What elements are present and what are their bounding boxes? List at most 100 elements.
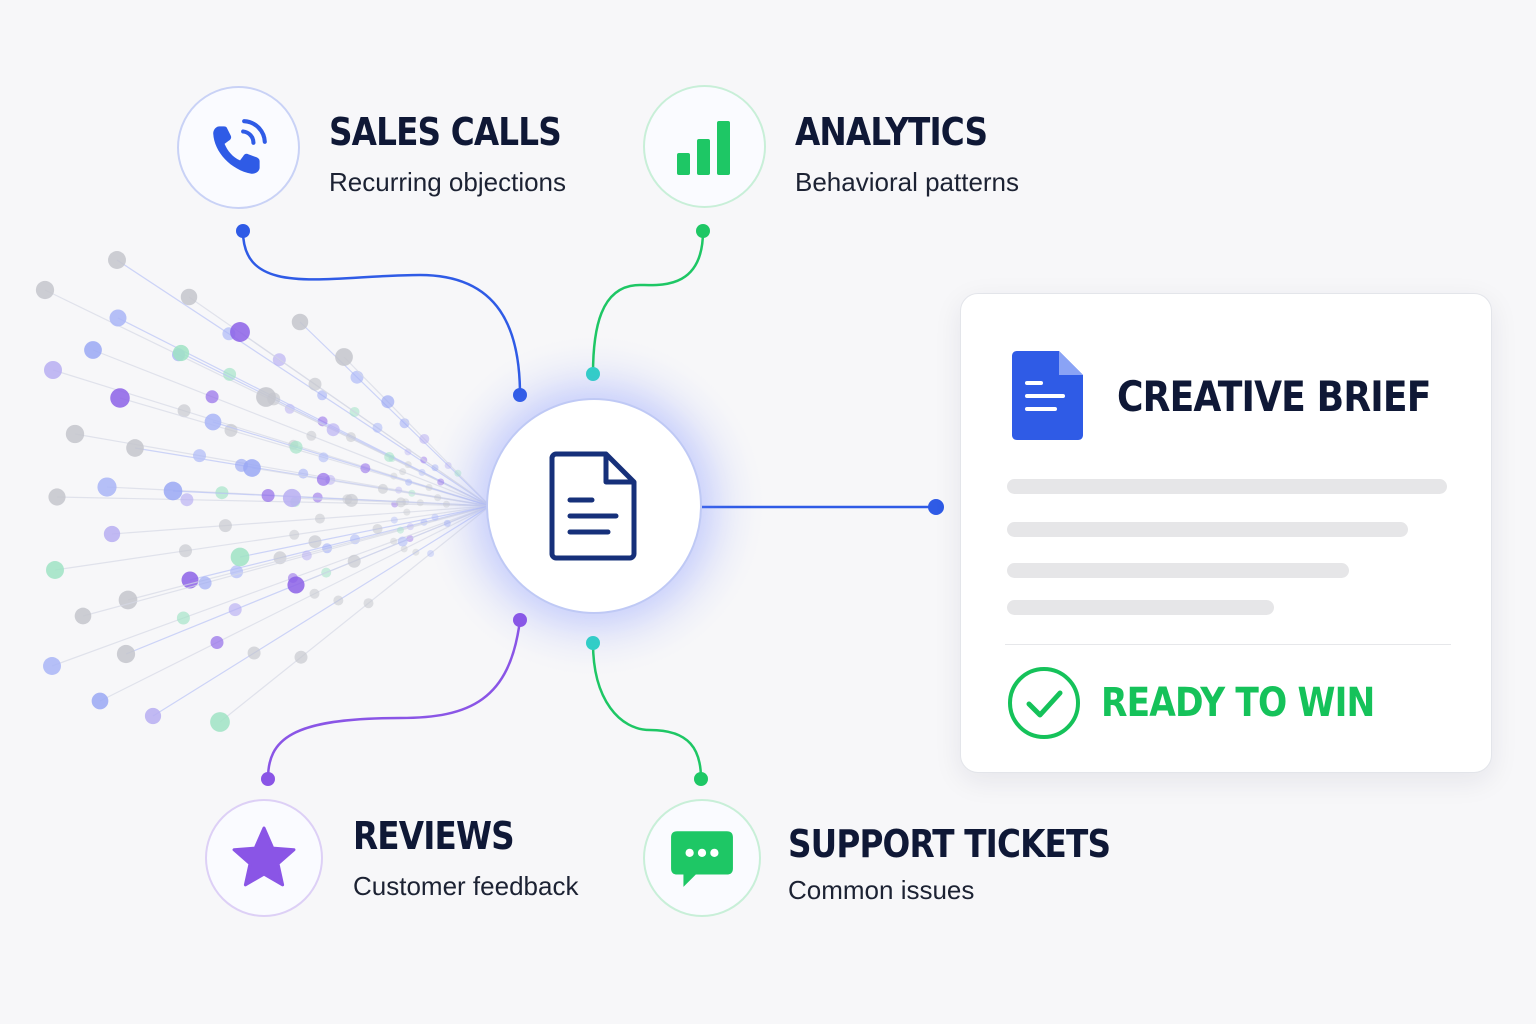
particle-stream-line <box>299 321 491 507</box>
central-hub <box>486 398 702 614</box>
particle-dot <box>412 548 420 556</box>
particle-dot <box>287 576 305 594</box>
particle-dot <box>180 493 194 507</box>
particle-dot <box>308 377 322 391</box>
particle-dot <box>360 463 371 474</box>
star-icon <box>232 826 296 887</box>
particle-dot <box>256 387 276 407</box>
connector-dot-support-tickets-start <box>586 636 600 650</box>
particle-dot <box>444 462 452 470</box>
particle-dot <box>48 488 66 506</box>
particle-stream-line <box>219 505 491 723</box>
particle-dot <box>126 439 144 457</box>
analytics-subtitle: Behavioral patterns <box>795 167 1020 197</box>
particle-stream-line <box>291 497 491 507</box>
connector-dot-sales-calls-start <box>236 224 250 238</box>
particle-dot <box>177 404 191 418</box>
connector-dot-reviews-start <box>513 613 527 627</box>
particle-dot <box>118 590 138 610</box>
particle-dot <box>317 390 328 401</box>
particle-stream-line <box>56 496 491 507</box>
particle-dot <box>247 646 261 660</box>
particle-dot <box>224 423 238 437</box>
particle-dot <box>399 468 407 476</box>
particle-dot <box>294 650 308 664</box>
particle-dot <box>437 478 445 486</box>
particle-dot <box>228 603 242 617</box>
particle-dot <box>316 472 330 486</box>
particle-dot <box>291 313 309 331</box>
particle-dot <box>204 413 222 431</box>
particle-dot <box>193 449 206 463</box>
particle-dot <box>381 395 395 409</box>
particle-dot <box>210 636 224 649</box>
particle-dot <box>395 497 406 508</box>
particle-dot <box>309 588 320 599</box>
connector-dot-brief-end <box>928 499 944 515</box>
particle-dot <box>326 423 340 437</box>
card-divider <box>1005 644 1451 645</box>
particle-dot <box>176 611 190 625</box>
particle-dot <box>43 657 61 675</box>
brief-status-label: READY TO WIN <box>1101 680 1375 726</box>
particle-dot <box>144 707 162 725</box>
placeholder-text-line <box>1007 600 1274 615</box>
particle-dot <box>74 607 92 625</box>
analytics-title: ANALYTICS <box>795 110 988 154</box>
particle-stream-line <box>74 433 491 507</box>
particle-dot <box>301 550 312 561</box>
particle-dot <box>306 430 317 441</box>
particle-dot <box>335 348 353 366</box>
particle-dot <box>363 598 374 609</box>
placeholder-text-line <box>1007 522 1408 537</box>
particle-dot <box>163 481 183 501</box>
particle-stream-line <box>239 505 491 558</box>
particle-dot <box>109 309 127 327</box>
connector-dot-analytics-end <box>586 367 600 381</box>
particle-dot <box>390 537 398 545</box>
particle-dot <box>350 370 364 384</box>
particle-dot <box>344 493 358 507</box>
reviews-icon-circle <box>205 799 323 917</box>
connector-support-tickets <box>591 642 703 780</box>
support-tickets-title: SUPPORT TICKETS <box>788 822 1111 866</box>
particle-dot <box>97 477 117 497</box>
particle-dot <box>230 322 250 342</box>
connector-dot-support-tickets-end <box>694 772 708 786</box>
document-icon <box>549 451 637 561</box>
bar-chart-icon <box>676 120 730 175</box>
particle-stream-line <box>92 349 491 507</box>
particle-stream-line <box>239 331 491 507</box>
particle-stream-line <box>99 505 491 702</box>
analytics-icon-circle <box>643 85 766 208</box>
support-tickets-subtitle: Common issues <box>788 875 975 905</box>
particle-dot <box>116 644 136 664</box>
connector-sales-calls <box>241 230 522 396</box>
particle-dot <box>243 459 261 477</box>
connector-dot-reviews-end <box>261 772 275 786</box>
particle-stream-line <box>212 421 491 507</box>
particle-dot <box>431 464 439 472</box>
particle-dot <box>198 576 212 590</box>
particle-stream-line <box>111 505 491 535</box>
chat-bubble-icon <box>671 831 733 887</box>
particle-dot <box>218 519 232 533</box>
document-icon <box>1012 351 1083 440</box>
placeholder-text-line <box>1007 479 1447 494</box>
particle-stream-line <box>116 259 491 507</box>
phone-icon <box>212 118 267 174</box>
particle-stream-line <box>265 396 491 507</box>
support-tickets-icon-circle <box>643 799 761 917</box>
particle-dot <box>84 341 102 359</box>
particle-dot <box>322 543 333 554</box>
particle-dot <box>180 288 198 306</box>
particle-dot <box>223 367 237 381</box>
particle-dot <box>179 544 192 558</box>
sales-calls-title: SALES CALLS <box>329 110 562 154</box>
particle-dot <box>400 545 408 553</box>
particle-stream-line <box>51 505 491 667</box>
sales-calls-subtitle: Recurring objections <box>329 167 567 197</box>
particle-dot <box>314 513 325 524</box>
reviews-subtitle: Customer feedback <box>353 871 579 901</box>
particle-stream-line <box>54 505 491 571</box>
